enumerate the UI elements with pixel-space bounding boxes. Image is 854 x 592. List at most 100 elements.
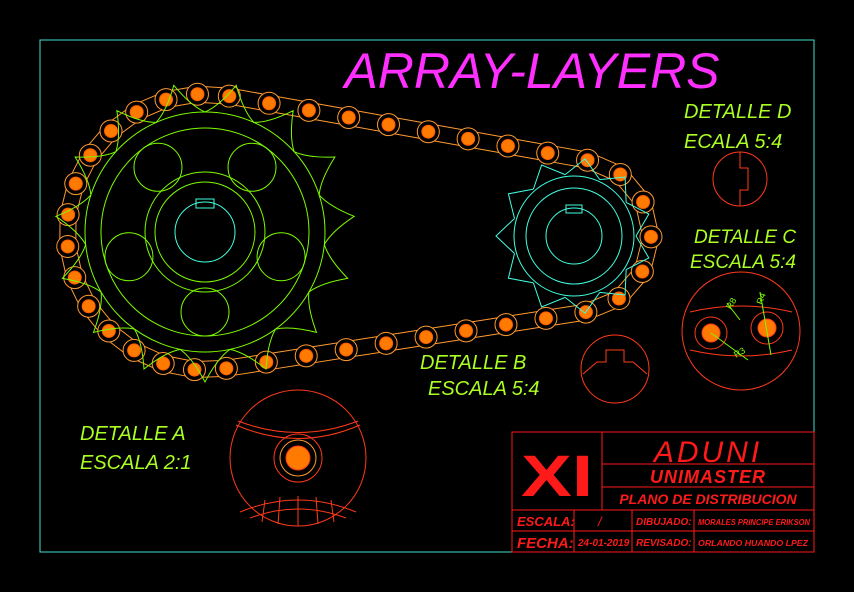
large-sprocket xyxy=(54,84,356,384)
small-sprocket-bore xyxy=(545,207,603,265)
chain-roller xyxy=(60,239,75,254)
detalle-c-dim-r4: R4 xyxy=(754,291,767,305)
chain-roller xyxy=(611,291,626,306)
detalle-c-link-top xyxy=(689,305,793,313)
large-sprocket-keyway xyxy=(195,198,215,209)
detalle-a-tick-1 xyxy=(261,499,266,523)
dibujado-value: MORALES PRINCIPE ERIKSON xyxy=(698,518,810,527)
detalle-a-arc-top xyxy=(237,420,359,433)
escala-label: ESCALA: xyxy=(517,514,575,529)
chain-roller xyxy=(101,323,116,338)
detalle-a-tick-2 xyxy=(277,496,281,525)
detalle-c-dim-r4-line xyxy=(759,291,772,356)
chain-roller xyxy=(61,207,76,222)
detalle-c-pin-left xyxy=(694,316,728,350)
detalle-a-label: DETALLE A xyxy=(80,423,186,445)
large-sprocket-bore xyxy=(174,201,236,263)
revisado-label: REVISADO: xyxy=(636,538,692,549)
chain-roller xyxy=(461,131,476,146)
detalle-c-dim-r8-line xyxy=(726,302,741,321)
dibujado-label: DIBUJADO: xyxy=(636,517,692,528)
detalle-d-scale: ECALA 5:4 xyxy=(684,131,782,153)
title-block-plan: PLANO DE DISTRIBUCION xyxy=(619,491,797,507)
chain-roller xyxy=(580,153,595,168)
chain-roller xyxy=(500,138,515,153)
chain-roller xyxy=(636,194,651,209)
chain-roller xyxy=(129,105,144,120)
fecha-value: 24-01-2019 xyxy=(577,538,630,549)
large-sprocket-hub xyxy=(154,181,256,283)
revisado-value: ORLANDO HUANDO LPEZ xyxy=(698,539,809,548)
detalle-a-scale: ESCALA 2:1 xyxy=(80,452,192,474)
chain-roller xyxy=(643,229,658,244)
drawing-frame xyxy=(39,39,815,553)
chain-roller xyxy=(381,117,396,132)
large-sprocket-cutout xyxy=(227,142,277,192)
title-block-subtitle: UNIMASTER xyxy=(650,467,766,487)
detalle-b-circle xyxy=(580,334,650,404)
chain-roller xyxy=(379,336,394,351)
detalle-b-scale: ESCALA 5:4 xyxy=(428,378,540,400)
roller-chain xyxy=(56,82,663,382)
large-sprocket-cutout xyxy=(256,232,306,282)
chain-roller xyxy=(262,96,277,111)
title-block-logo: XI xyxy=(521,444,593,509)
detalle-d-label: DETALLE D xyxy=(684,101,791,123)
chain-roller xyxy=(499,317,514,332)
title-block-frame xyxy=(511,431,815,553)
detalle-a-roller-ring xyxy=(279,439,317,477)
title-block-company: ADUNI xyxy=(652,436,762,469)
chain-roller xyxy=(540,146,555,161)
chain-roller xyxy=(222,89,237,104)
small-sprocket xyxy=(495,158,650,314)
chain-roller xyxy=(68,176,83,191)
chain-roller xyxy=(538,311,553,326)
large-sprocket-teeth xyxy=(54,84,356,384)
chain-roller xyxy=(67,270,82,285)
chain-roller xyxy=(127,343,142,358)
large-sprocket-pitch-circle xyxy=(84,111,326,353)
chain-roller xyxy=(190,87,205,102)
chain-roller xyxy=(635,264,650,279)
chain-roller xyxy=(103,123,118,138)
chain-roller xyxy=(299,348,314,363)
large-sprocket-rim xyxy=(100,127,310,337)
detalle-a-tick-4 xyxy=(315,496,319,525)
detalle-c-dim-r3-line xyxy=(710,332,749,361)
detalle-a-view xyxy=(229,389,367,527)
chain-roller xyxy=(83,148,98,163)
detalle-c-link-bottom xyxy=(689,349,793,357)
detalle-a-arc-top-2 xyxy=(235,424,361,439)
drawing-title: ARRAY-LAYERS xyxy=(341,43,719,99)
detalle-b-label: DETALLE B xyxy=(420,352,526,374)
small-sprocket-keyway xyxy=(565,204,583,214)
detalle-a-roller xyxy=(285,445,311,471)
detalle-c-circle xyxy=(681,271,801,391)
large-sprocket-tooth-profile xyxy=(54,84,356,384)
fecha-label: FECHA: xyxy=(517,535,574,552)
chain-roller xyxy=(339,342,354,357)
large-sprocket-cutout xyxy=(180,287,230,337)
chain-roller xyxy=(156,356,171,371)
detalle-d-keyway xyxy=(739,152,749,206)
small-sprocket-teeth xyxy=(495,158,650,314)
detalle-c-roller-right xyxy=(757,318,777,338)
title-block xyxy=(511,431,815,553)
chain-roller xyxy=(301,103,316,118)
chain-roller xyxy=(341,110,356,125)
escala-value: / xyxy=(597,514,603,529)
detalle-c-dim-r8: R8 xyxy=(724,296,738,311)
large-sprocket-cutout xyxy=(133,142,183,192)
detalle-c-dim-r3: R3 xyxy=(732,345,747,359)
large-sprocket-cutout xyxy=(104,232,154,282)
small-sprocket-tooth-profile xyxy=(495,158,650,314)
detalle-b-view xyxy=(580,334,650,404)
small-sprocket-rim xyxy=(513,175,635,297)
small-sprocket-hub-outer xyxy=(525,187,623,285)
detalle-c-view xyxy=(681,271,801,391)
chain-roller xyxy=(421,124,436,139)
detalle-c-label: DETALLE C xyxy=(694,227,796,248)
large-sprocket-hub-outer xyxy=(144,171,266,293)
chain-roller xyxy=(81,299,96,314)
